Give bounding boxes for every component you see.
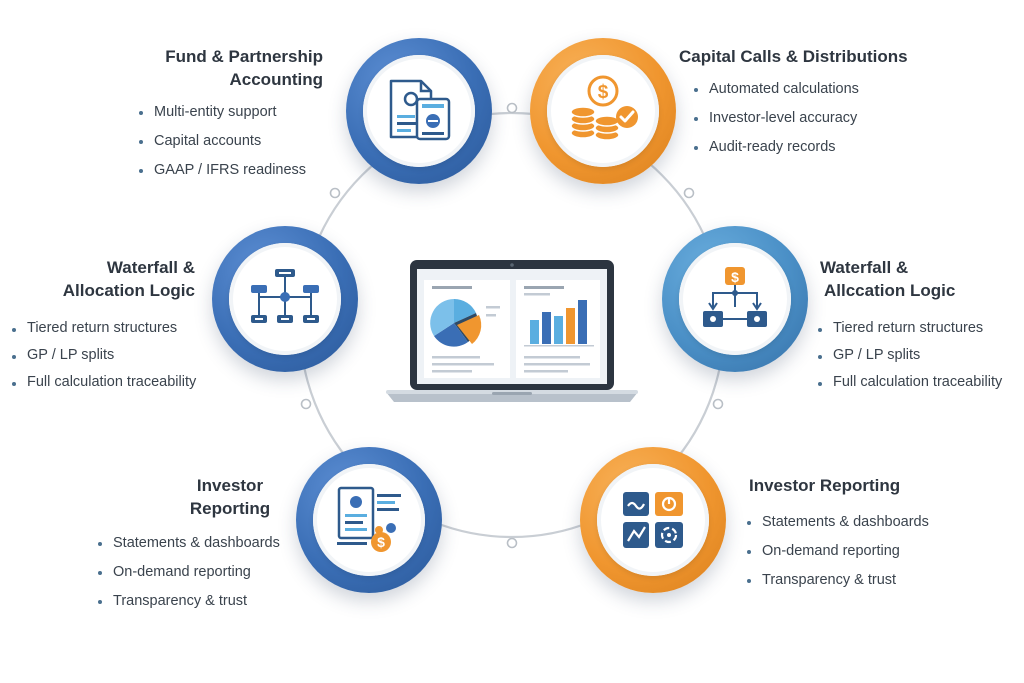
waterfall-right-node: $ (662, 226, 808, 372)
ring-dot (683, 187, 695, 199)
title-line: Waterfall & (106, 258, 195, 277)
capital-calls-node: $ (530, 38, 676, 184)
bullet-item: Transparency & trust (98, 587, 280, 616)
waterfall-left-node (212, 226, 358, 372)
svg-text:$: $ (731, 269, 739, 285)
capital-calls-title: Capital Calls & Distributions (679, 45, 969, 68)
fund-accounting-title: Fund & Partnership Accounting (110, 45, 323, 91)
bullet-item: On-demand reporting (98, 558, 280, 587)
investor-reporting-right-title: Investor Reporting (749, 474, 969, 497)
title-line: Investor (196, 476, 264, 495)
ring-dot (506, 537, 518, 549)
dashboard-tiles-icon (623, 492, 683, 548)
coins-dollar-check-icon: $ (570, 75, 638, 141)
bullet-item: Statements & dashboards (747, 508, 929, 537)
investor-reporting-left-title: Investor Reporting (160, 474, 300, 520)
laptop-dashboard-icon (386, 260, 638, 402)
bullet-item: Transparency & trust (747, 566, 929, 595)
bullet-item: Full calculation traceability (818, 369, 1002, 396)
bullet-item: GP / LP splits (12, 342, 196, 369)
investor-reporting-left-bullets: Statements & dashboards On-demand report… (98, 529, 280, 616)
waterfall-right-bullets: Tiered return structures GP / LP splits … (818, 315, 1002, 396)
bullet-item: Capital accounts (139, 127, 306, 156)
bullet-item: Full calculation traceability (12, 369, 196, 396)
svg-text:$: $ (377, 534, 385, 550)
capital-calls-bullets: Automated calculations Investor-level ac… (694, 75, 859, 162)
title-line: Allocation Logic (62, 281, 195, 300)
svg-text:$: $ (598, 82, 609, 103)
ring-dot (506, 102, 518, 114)
bullet-item: Tiered return structures (12, 315, 196, 342)
documents-icon (389, 79, 451, 141)
title-line: Accounting (229, 70, 324, 89)
title-line: Reporting (189, 499, 271, 518)
title-line: Allccation Logic (824, 281, 956, 300)
ring-dot (329, 187, 341, 199)
fund-accounting-bullets: Multi-entity support Capital accounts GA… (139, 98, 306, 185)
title-line: Capital Calls & Distributions (679, 47, 908, 66)
bullet-item: Multi-entity support (139, 98, 306, 127)
bullet-item: Statements & dashboards (98, 529, 280, 558)
flowchart-icon (251, 269, 319, 323)
bullet-item: GAAP / IFRS readiness (139, 156, 306, 185)
ring-dot (712, 398, 724, 410)
ring-dot (300, 398, 312, 410)
investor-reporting-right-bullets: Statements & dashboards On-demand report… (747, 508, 929, 595)
bullet-item: Tiered return structures (818, 315, 1002, 342)
title-line: Investor Reporting (749, 476, 901, 495)
fund-accounting-node (346, 38, 492, 184)
bullet-item: GP / LP splits (818, 342, 1002, 369)
waterfall-left-bullets: Tiered return structures GP / LP splits … (12, 315, 196, 396)
investor-reporting-right-node (580, 447, 726, 593)
bullet-item: Automated calculations (694, 75, 859, 104)
title-line: Waterfall & (820, 258, 909, 277)
bullet-item: Investor-level accuracy (694, 104, 859, 133)
dollar-split-icon: $ (703, 267, 767, 327)
title-line: Fund & Partnership (165, 47, 323, 66)
bullet-item: On-demand reporting (747, 537, 929, 566)
investor-reporting-left-node: $ (296, 447, 442, 593)
waterfall-left-title: Waterfall & Allocation Logic (20, 256, 195, 302)
waterfall-right-title: Waterfall & Allccation Logic (820, 256, 1010, 302)
bullet-item: Audit-ready records (694, 133, 859, 162)
report-dollar-icon: $ (337, 486, 401, 552)
